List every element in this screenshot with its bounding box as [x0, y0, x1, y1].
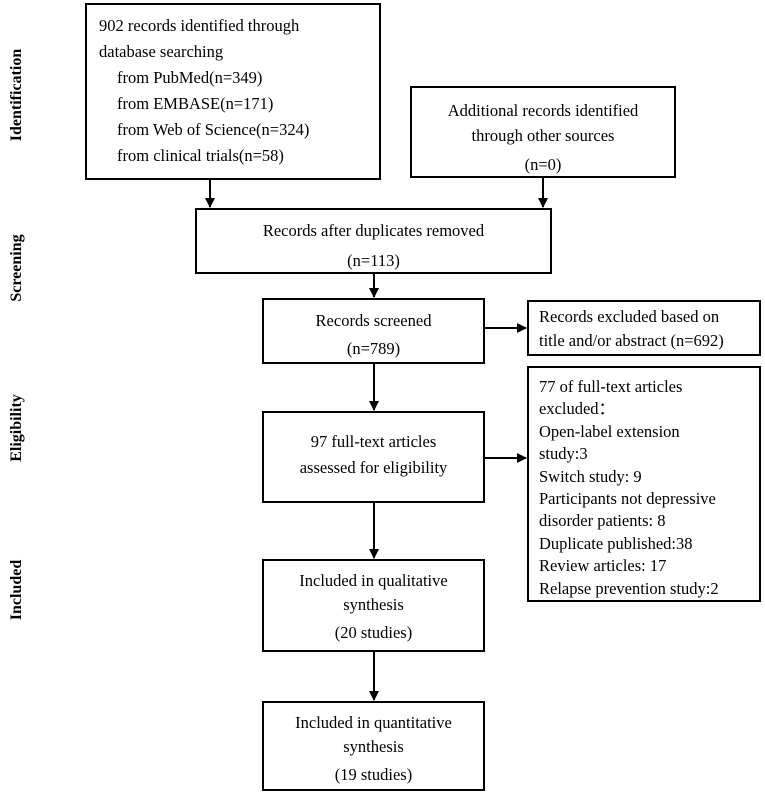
source-line: from EMBASE(n=171) [117, 94, 274, 113]
box-line: Open-label extension [539, 421, 680, 441]
box-line: (n=789) [346, 339, 401, 358]
box-line: (n=113) [347, 251, 400, 270]
source-line: from PubMed(n=349) [117, 68, 263, 87]
records-screened-box: Records screened (n=789) [262, 298, 485, 364]
box-line: 77 of full-text articles [539, 377, 683, 396]
box-line: synthesis [343, 737, 404, 756]
box-line: Additional records identified [447, 101, 639, 120]
other-sources-box: Additional records identified through ot… [410, 86, 676, 178]
box-line: assessed for eligibility [299, 458, 448, 477]
source-line: from clinical trials(n=58) [117, 146, 284, 165]
quantitative-synthesis-box: Included in quantitative synthesis (19 s… [262, 701, 485, 791]
box-line: Records screened [315, 311, 432, 330]
phase-label-included: Included [8, 559, 25, 621]
duplicates-removed-box: Records after duplicates removed (n=113) [195, 208, 552, 274]
box-line: database searching [99, 42, 224, 61]
box-line: title and/or abstract (n=692) [539, 331, 724, 350]
box-line: (20 studies) [334, 623, 413, 642]
box-line: Records excluded based on [539, 307, 720, 326]
box-line: Review articles: 17 [539, 556, 667, 576]
box-line: (19 studies) [334, 765, 413, 784]
phase-label-eligibility: Eligibility [8, 394, 25, 462]
box-line: Participants not depressive [539, 489, 716, 509]
box-line: synthesis [343, 595, 404, 614]
phase-label-screening: Screening [8, 234, 25, 302]
box-line: Duplicate published:38 [539, 533, 693, 553]
box-line: Relapse prevention study:2 [539, 578, 719, 598]
phase-label-identification: Identification [8, 48, 25, 142]
database-search-box: 902 records identified through database … [85, 3, 381, 180]
source-line: from Web of Science(n=324) [117, 120, 310, 139]
box-line: Included in quantitative [295, 713, 452, 732]
box-line: excluded： [539, 399, 616, 419]
box-line: 97 full-text articles [310, 432, 437, 451]
box-line: study:3 [539, 444, 588, 464]
full-text-assessed-box: 97 full-text articles assessed for eligi… [262, 411, 485, 503]
full-text-excluded-box: 77 of full-text articles excluded： Open-… [527, 366, 761, 602]
box-line: through other sources [471, 126, 615, 145]
box-line: disorder patients: 8 [539, 511, 666, 531]
box-line: 902 records identified through [99, 16, 300, 35]
box-line: (n=0) [524, 155, 562, 174]
box-line: Included in qualitative [299, 571, 448, 590]
box-line: Records after duplicates removed [262, 221, 485, 240]
qualitative-synthesis-box: Included in qualitative synthesis (20 st… [262, 559, 485, 652]
box-line: Switch study: 9 [539, 466, 642, 486]
records-excluded-box: Records excluded based on title and/or a… [527, 300, 761, 356]
